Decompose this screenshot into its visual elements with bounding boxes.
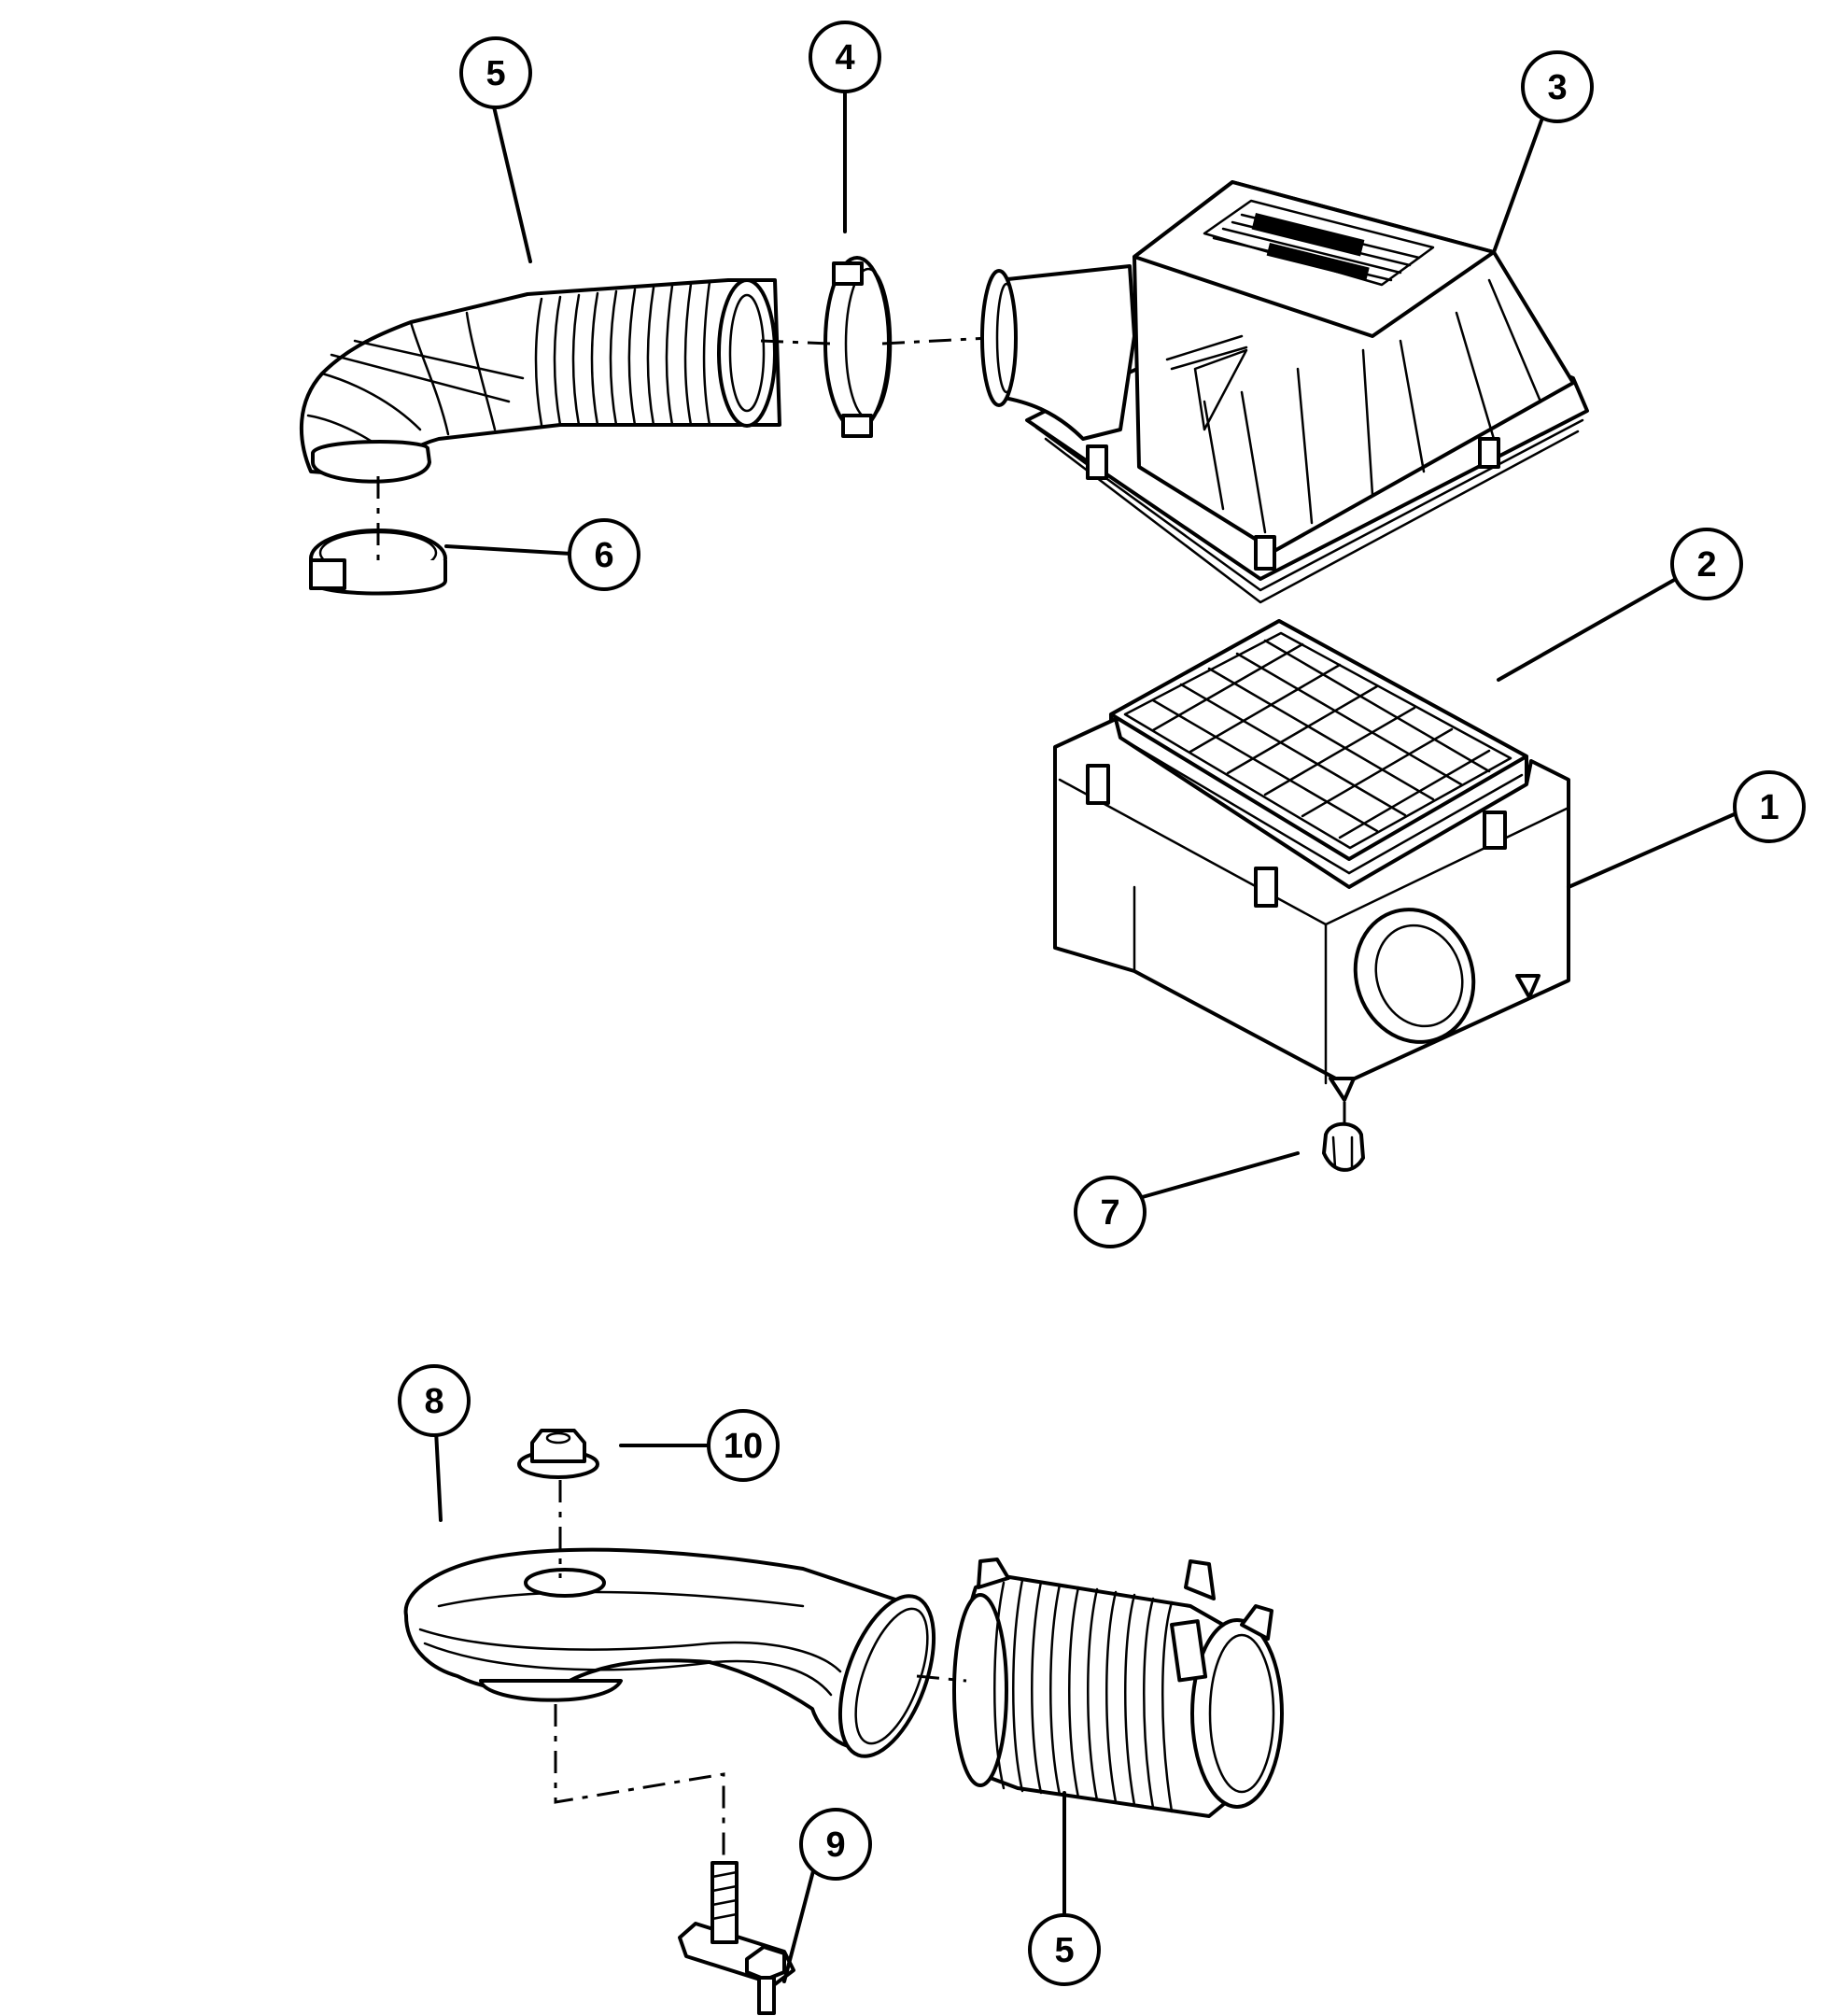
callout-number: 5 (1054, 1931, 1074, 1970)
flange-nut (517, 1429, 599, 1479)
leader-3 (1492, 108, 1547, 254)
air-cleaner-housing (1053, 717, 1570, 1102)
leader-2 (1497, 577, 1678, 682)
callout-circle (1074, 1176, 1147, 1248)
callout-number: 8 (424, 1382, 443, 1421)
callout-circle (1028, 1913, 1101, 1986)
leader-5-upper (491, 101, 532, 263)
intake-hose-upper (299, 278, 781, 484)
callout-6: 6 (568, 518, 640, 591)
callout-circle (707, 1409, 780, 1482)
hose-clamp-upper (823, 256, 893, 438)
leader-lines (434, 89, 1740, 1983)
callout-number: 3 (1547, 68, 1567, 107)
assembly-line-clamp-to-cover (881, 336, 991, 345)
callout-circle (1670, 528, 1743, 600)
assembly-line-duct-to-hose (916, 1674, 967, 1683)
air-cleaner-cover (980, 180, 1589, 604)
callout-number: 6 (594, 536, 613, 575)
callout-3: 3 (1521, 50, 1594, 123)
leader-8 (434, 1429, 443, 1522)
callout-circle (809, 21, 881, 93)
callout-number: 1 (1759, 788, 1779, 827)
callout-2: 2 (1670, 528, 1743, 600)
callout-circle (568, 518, 640, 591)
callout-8: 8 (398, 1364, 471, 1437)
callout-circle (799, 1808, 872, 1881)
leader-9 (782, 1866, 816, 1983)
callout-number: 5 (485, 54, 505, 93)
callout-1: 1 (1733, 770, 1806, 843)
callout-circle (1521, 50, 1594, 123)
callout-circle (1733, 770, 1806, 843)
callout-number: 9 (825, 1826, 845, 1865)
leader-7 (1137, 1151, 1300, 1200)
callout-5-upper: 5 (459, 36, 532, 109)
callout-number: 7 (1100, 1193, 1119, 1233)
air-inlet-duct (403, 1547, 936, 1758)
callout-number: 2 (1696, 545, 1716, 585)
callout-circle (398, 1364, 471, 1437)
callout-number: 4 (835, 38, 854, 78)
callout-number: 10 (724, 1427, 763, 1466)
callout-9: 9 (799, 1808, 872, 1881)
leader-6 (444, 544, 573, 556)
intake-hose-lower (952, 1558, 1284, 1818)
callout-5-lower: 5 (1028, 1913, 1101, 1986)
callout-7: 7 (1074, 1176, 1147, 1248)
leader-1 (1567, 811, 1740, 889)
callout-4: 4 (809, 21, 881, 93)
assembly-line-duct-to-bracket (554, 1704, 725, 1858)
callout-circle (459, 36, 532, 109)
grommet (1322, 1121, 1365, 1172)
assembly-line-hose-to-clamp-upper (760, 339, 832, 345)
stud-bracket (678, 1861, 795, 2015)
callout-10: 10 (707, 1409, 780, 1482)
